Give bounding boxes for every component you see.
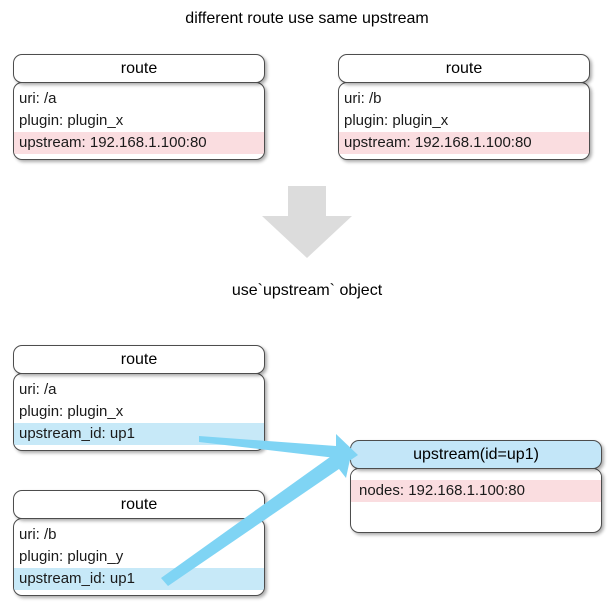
upstream-node-title: upstream(id=up1) (413, 445, 539, 463)
route-row-uri: uri: /b (344, 90, 382, 107)
route-node-a-top-header: route (13, 54, 265, 83)
route-node-b-bottom-title: route (120, 495, 158, 513)
route-row-uri: uri: /b (19, 526, 57, 543)
route-node-a-bottom-body: uri: /a plugin: plugin_x upstream_id: up… (13, 373, 265, 451)
route-node-a-bottom-header: route (13, 345, 265, 374)
route-row-plugin: plugin: plugin_x (344, 112, 449, 129)
route-node-a-bottom-title: route (120, 350, 158, 368)
route-row-uri: uri: /a (19, 381, 57, 398)
route-row-upstream: upstream: 192.168.1.100:80 (14, 132, 264, 154)
route-row-upstream-id: upstream_id: up1 (14, 568, 264, 590)
upstream-body-spacer-top (351, 469, 601, 480)
upstream-row-nodes: nodes: 192.168.1.100:80 (351, 480, 601, 502)
upstream-node-header: upstream(id=up1) (350, 440, 602, 469)
route-row-uri: uri: /a (19, 90, 57, 107)
route-node-b-bottom-header: route (13, 490, 265, 519)
upstream-body-spacer-bottom (351, 502, 601, 513)
route-row-plugin: plugin: plugin_x (19, 112, 124, 129)
middle-section-title: use`upstream` object (231, 282, 383, 299)
route-node-a-top-body: uri: /a plugin: plugin_x upstream: 192.1… (13, 82, 265, 160)
route-node-b-top-body: uri: /b plugin: plugin_x upstream: 192.1… (338, 82, 590, 160)
top-section-title: different route use same upstream (185, 10, 429, 27)
route-node-b-bottom-body: uri: /b plugin: plugin_y upstream_id: up… (13, 518, 265, 596)
route-node-b-top-header: route (338, 54, 590, 83)
route-row-plugin: plugin: plugin_x (19, 403, 124, 420)
route-node-a-top-title: route (120, 59, 158, 77)
upstream-node-body: nodes: 192.168.1.100:80 (350, 468, 602, 533)
route-node-b-top-title: route (445, 59, 483, 77)
route-row-plugin: plugin: plugin_y (19, 548, 124, 565)
route-row-upstream-id: upstream_id: up1 (14, 423, 264, 445)
down-arrow-icon (262, 186, 352, 258)
route-row-upstream: upstream: 192.168.1.100:80 (339, 132, 589, 154)
